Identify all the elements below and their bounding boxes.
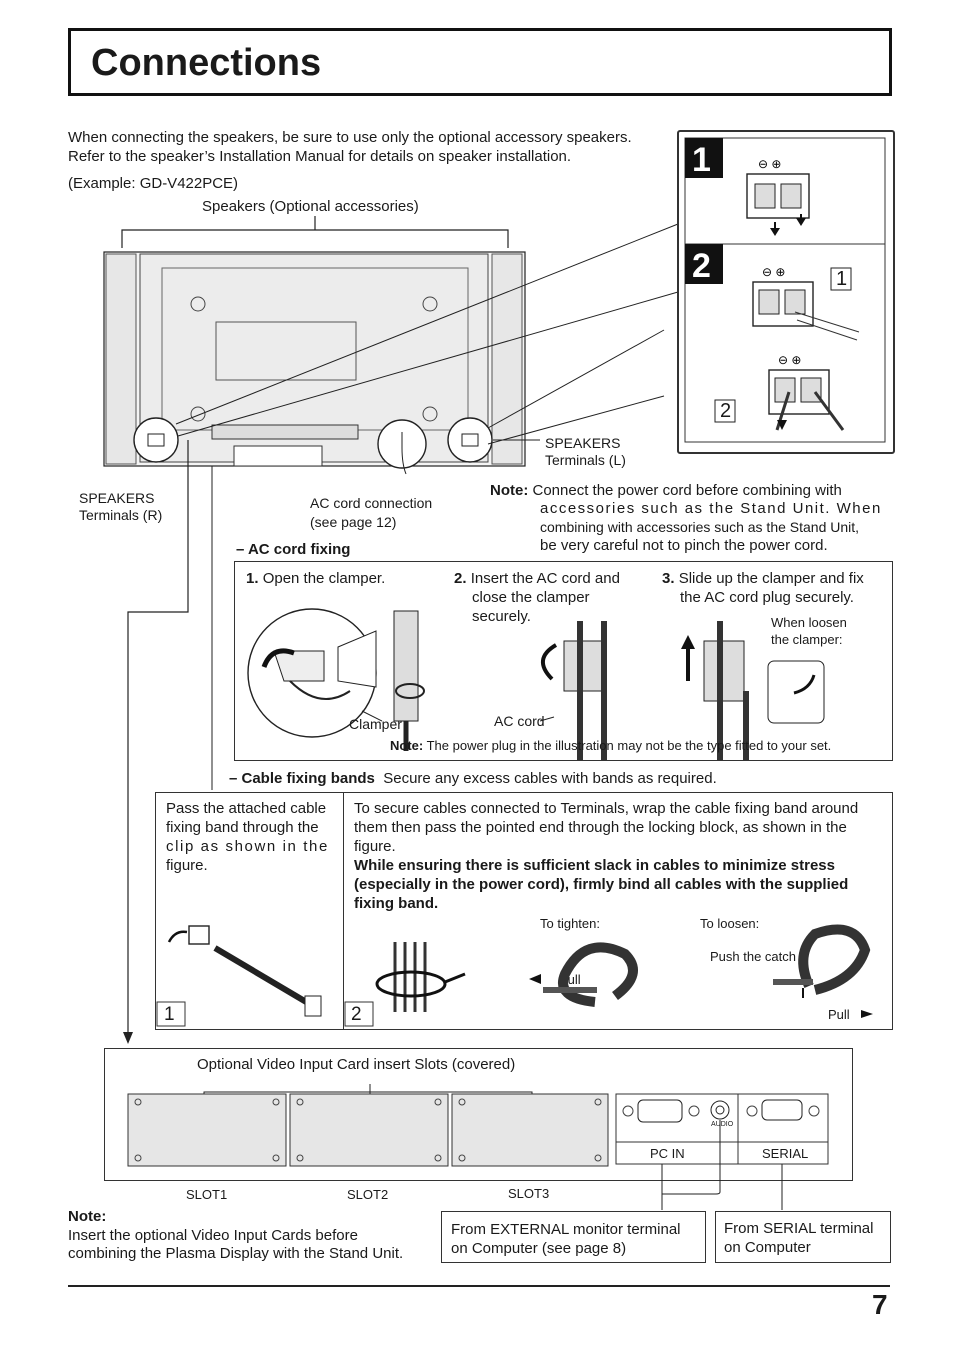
intro-line-2: Refer to the speaker’s Installation Manu… bbox=[68, 148, 572, 165]
bottom-note-line-2: combining the Plasma Display with the St… bbox=[68, 1245, 404, 1262]
svg-text:⊖ ⊕: ⊖ ⊕ bbox=[778, 353, 801, 367]
svg-text:⊖ ⊕: ⊖ ⊕ bbox=[762, 265, 785, 279]
slot2-label: SLOT2 bbox=[347, 1187, 389, 1202]
to-loosen-label: To loosen: bbox=[700, 916, 760, 931]
ac-fixing-note: Note: The power plug in the illustration… bbox=[390, 738, 832, 753]
cable-bands-divider bbox=[343, 792, 344, 1030]
footer-rule bbox=[68, 1285, 890, 1287]
cable-right-text: To secure cables connected to Terminals,… bbox=[354, 800, 859, 912]
ac-step-3-line-2: the AC cord plug securely. bbox=[680, 589, 854, 606]
intro-example: (Example: GD-V422PCE) bbox=[68, 175, 239, 192]
page-number: 7 bbox=[872, 1289, 888, 1320]
slots-illustration bbox=[127, 1084, 829, 1210]
loosen-label-1: When loosen bbox=[771, 615, 847, 630]
ac-fixing-heading: – AC cord fixing bbox=[236, 541, 351, 558]
power-note-text-1: Connect the power cord before combining … bbox=[532, 482, 842, 499]
ac-step-1: 1. Open the clamper. bbox=[246, 570, 386, 587]
speaker-steps-illustration: ⊖ ⊕ ⊖ ⊕ ⊖ ⊕ bbox=[684, 137, 886, 443]
ac-step-2: 2. Insert the AC cord and bbox=[454, 570, 620, 587]
figure-1-label: 1 bbox=[164, 1004, 175, 1025]
speakers-l-label-1: SPEAKERS bbox=[545, 435, 621, 451]
cable-left-text: Pass the attached cable fixing band thro… bbox=[166, 800, 329, 874]
ac-cord-label: AC cord bbox=[494, 713, 545, 729]
audio-label: AUDIO bbox=[711, 1121, 734, 1128]
ac-connection-label-1: AC cord connection bbox=[310, 495, 433, 511]
slot3-label: SLOT3 bbox=[508, 1186, 550, 1201]
sub-step-1: 1 bbox=[836, 268, 848, 290]
title-box: Connections bbox=[68, 28, 892, 96]
from-external-box: From EXTERNAL monitor terminal on Comput… bbox=[441, 1211, 706, 1263]
power-note-text-3: combining with accessories such as the S… bbox=[540, 519, 860, 535]
to-tighten-label: To tighten: bbox=[540, 916, 600, 931]
speakers-label: Speakers (Optional accessories) bbox=[202, 198, 419, 215]
pull-label-right: Pull bbox=[828, 1007, 850, 1022]
cable-bands-illustration bbox=[156, 924, 873, 1027]
power-note-text-4: be very careful not to pinch the power c… bbox=[540, 537, 828, 554]
sub-step-2: 2 bbox=[720, 400, 732, 422]
cable-bands-heading: – Cable fixing bands Secure any excess c… bbox=[229, 770, 717, 787]
step-number-2: 2 bbox=[692, 247, 711, 285]
speakers-r-label-2: Terminals (R) bbox=[79, 507, 163, 523]
power-note-text-2: accessories such as the Stand Unit. When bbox=[540, 500, 882, 517]
bottom-note-label: Note: bbox=[68, 1208, 107, 1225]
serial-label: SERIAL bbox=[762, 1146, 809, 1161]
from-serial-box: From SERIAL terminal on Computer bbox=[715, 1211, 891, 1263]
slots-caption: Optional Video Input Card insert Slots (… bbox=[197, 1056, 516, 1073]
ac-connection-label-2: (see page 12) bbox=[310, 514, 397, 530]
ac-step-3: 3. Slide up the clamper and fix bbox=[662, 570, 864, 587]
clamper-label: Clamper bbox=[349, 716, 402, 732]
power-note: Note: Connect the power cord before comb… bbox=[490, 481, 842, 500]
cable-bands-box bbox=[155, 792, 893, 1030]
push-catch-label: Push the catch bbox=[710, 949, 796, 964]
figure-2-label: 2 bbox=[351, 1004, 362, 1025]
step-number-1: 1 bbox=[692, 141, 711, 179]
power-note-label: Note: bbox=[490, 482, 529, 499]
ac-step-2-line-2: close the clamper bbox=[472, 589, 590, 606]
ac-step-2-line-3: securely. bbox=[472, 608, 531, 625]
speakers-l-label-2: Terminals (L) bbox=[545, 452, 626, 468]
speakers-r-label-1: SPEAKERS bbox=[79, 490, 155, 506]
svg-text:⊖ ⊕: ⊖ ⊕ bbox=[758, 157, 781, 171]
intro-line-1: When connecting the speakers, be sure to… bbox=[68, 129, 632, 146]
pc-in-label: PC IN bbox=[650, 1146, 685, 1161]
slot1-label: SLOT1 bbox=[186, 1187, 228, 1202]
page-title: Connections bbox=[91, 42, 322, 84]
ac-fixing-illustration bbox=[247, 608, 825, 761]
loosen-label-2: the clamper: bbox=[771, 632, 843, 647]
bottom-note-line-1: Insert the optional Video Input Cards be… bbox=[68, 1227, 358, 1244]
